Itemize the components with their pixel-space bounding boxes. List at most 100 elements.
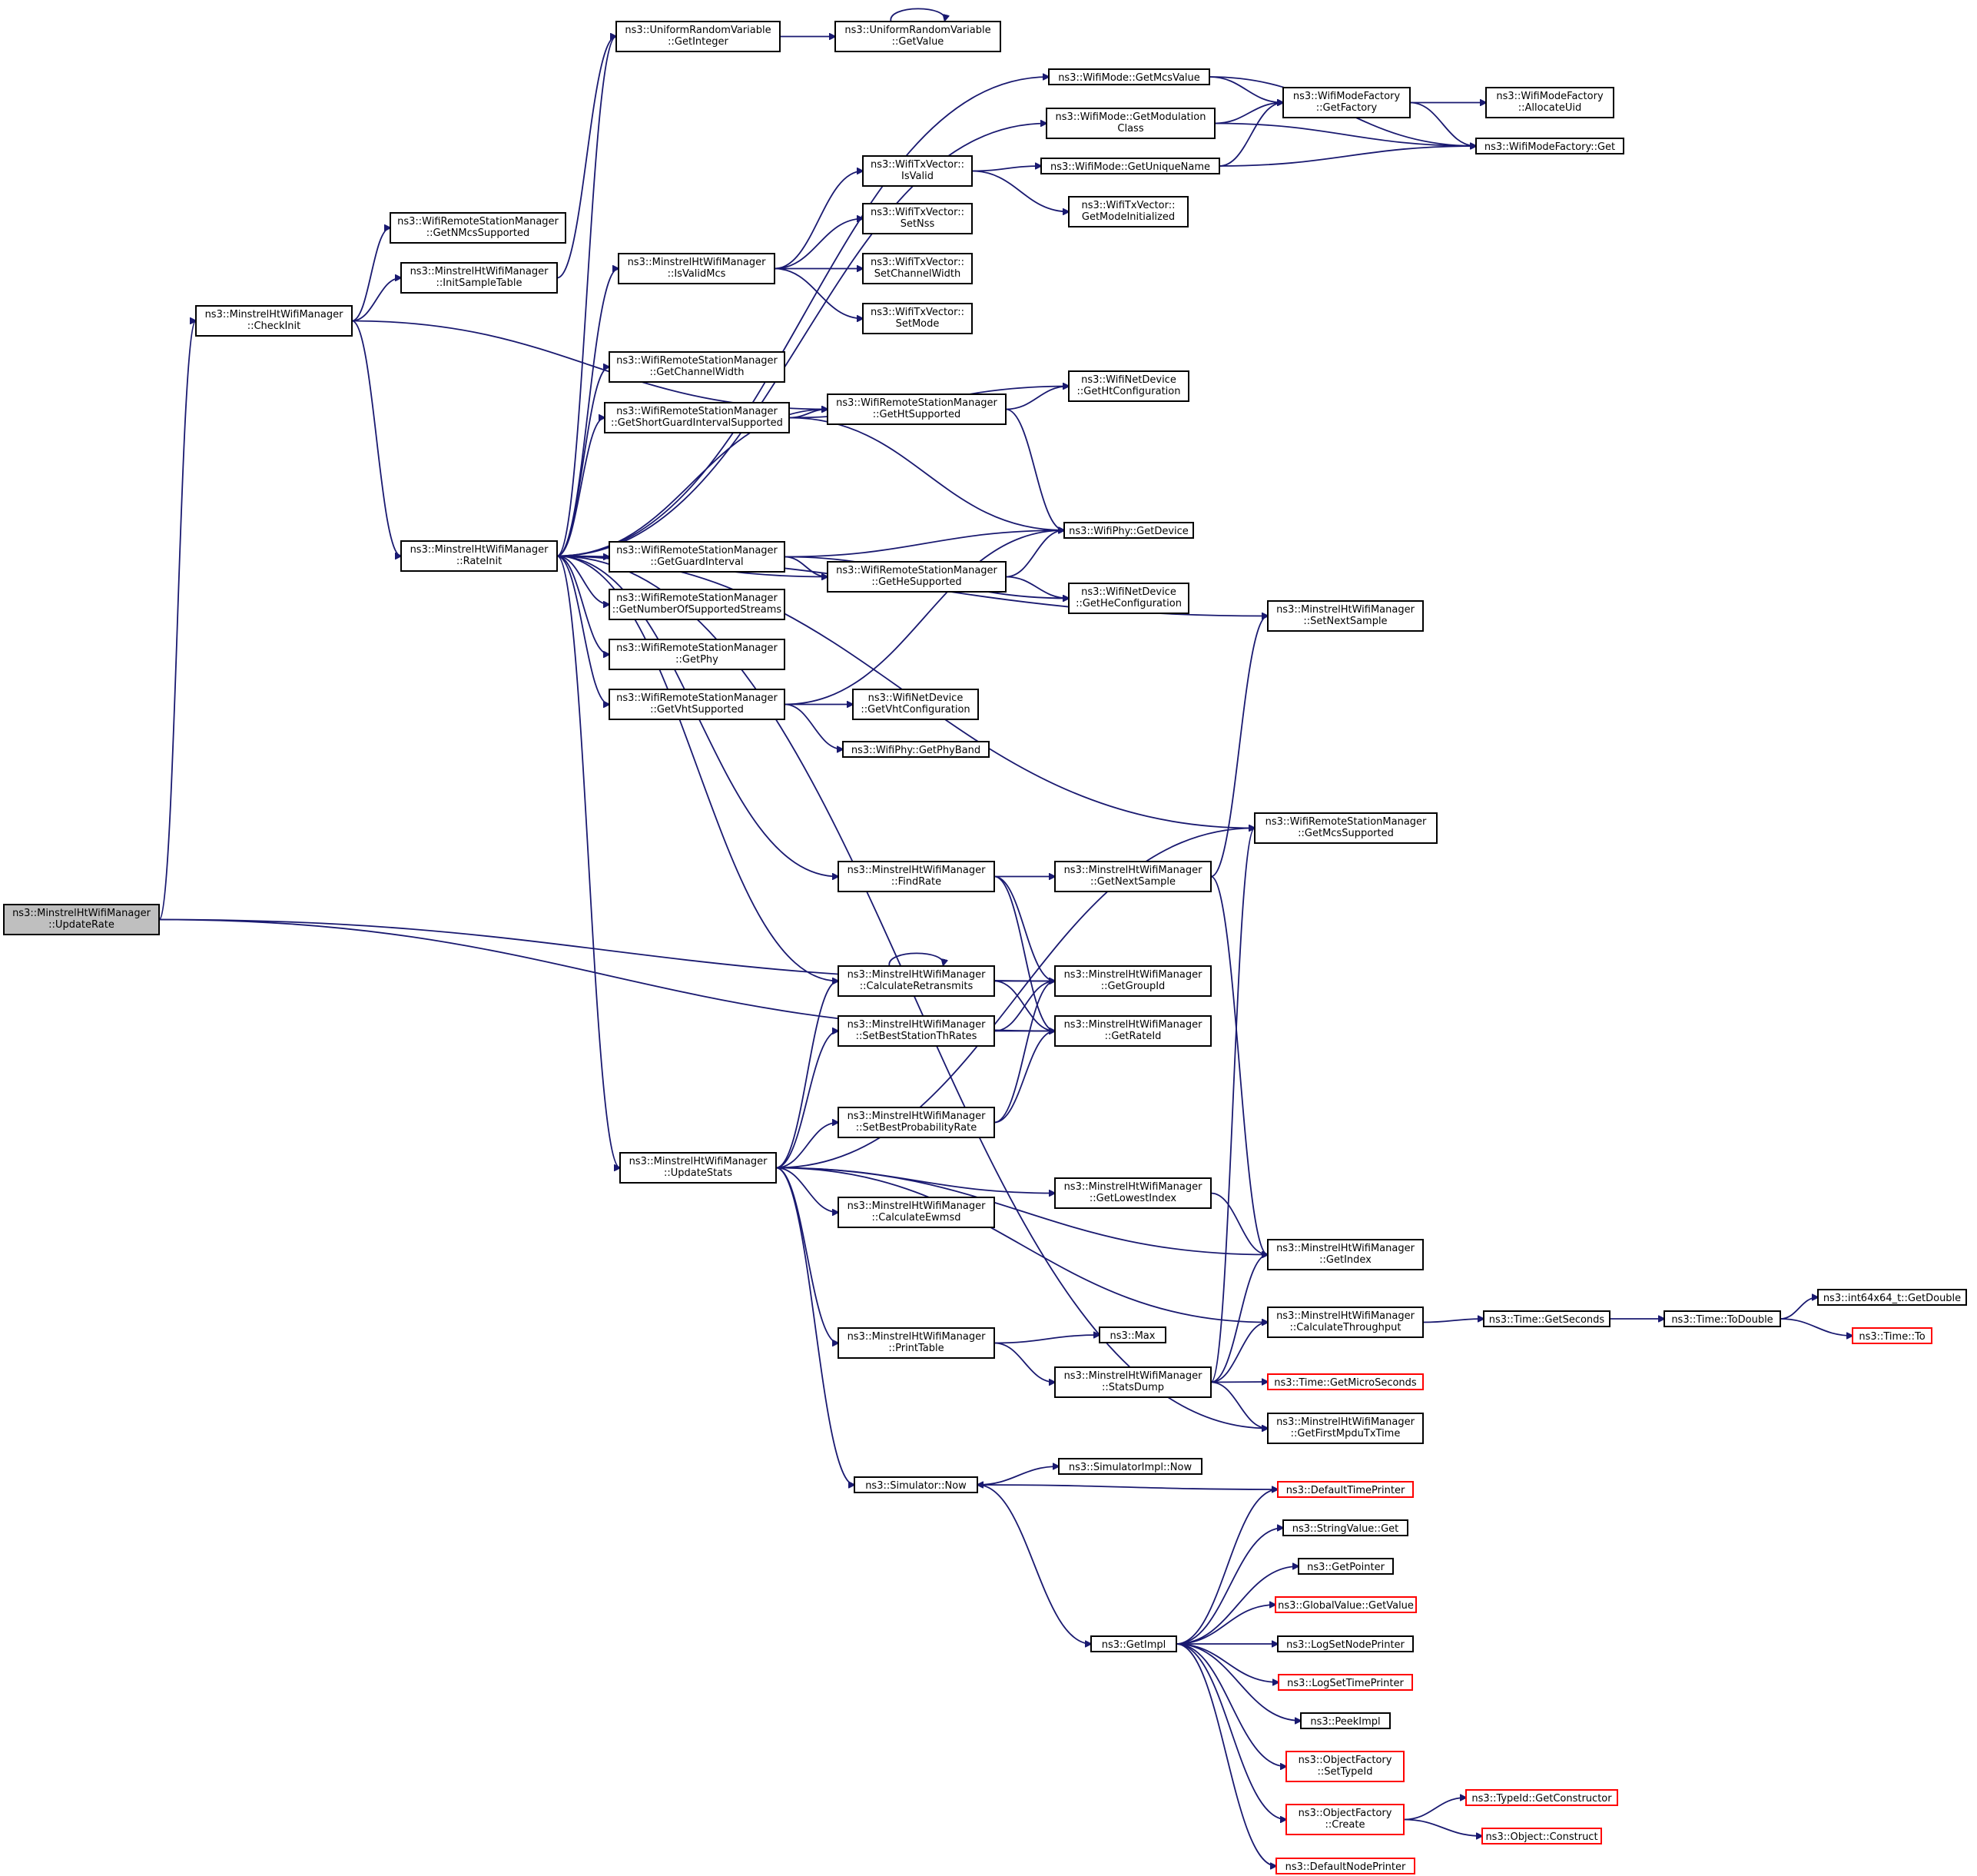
node-get-channel-width[interactable]: ns3::WifiRemoteStationManager::GetChanne…: [609, 351, 785, 383]
node-get-ht-supported[interactable]: ns3::WifiRemoteStationManager::GetHtSupp…: [827, 393, 1007, 425]
node-box: [1040, 158, 1220, 174]
node-get-rate-id[interactable]: ns3::MinstrelHtWifiManager::GetRateId: [1054, 1015, 1212, 1047]
node-peek-impl[interactable]: ns3::PeekImpl: [1300, 1712, 1391, 1729]
node-get-he-supported[interactable]: ns3::WifiRemoteStationManager::GetHeSupp…: [827, 561, 1007, 593]
node-set-mode[interactable]: ns3::WifiTxVector::SetMode: [862, 303, 973, 334]
node-get-num-streams[interactable]: ns3::WifiRemoteStationManager::GetNumber…: [609, 589, 785, 620]
node-create[interactable]: ns3::ObjectFactory::Create: [1285, 1804, 1405, 1835]
node-time-to[interactable]: ns3::Time::To: [1852, 1327, 1932, 1344]
node-int64-get-double[interactable]: ns3::int64x64_t::GetDouble: [1817, 1289, 1967, 1306]
edge-line: [351, 228, 390, 322]
node-get-he-configuration[interactable]: ns3::WifiNetDevice::GetHeConfiguration: [1068, 583, 1189, 614]
edge-line: [1210, 1382, 1268, 1383]
edge-line: [775, 1167, 838, 1343]
node-get-index[interactable]: ns3::MinstrelHtWifiManager::GetIndex: [1267, 1239, 1424, 1270]
node-calculate-throughput[interactable]: ns3::MinstrelHtWifiManager::CalculateThr…: [1267, 1307, 1424, 1338]
node-simulator-impl-now[interactable]: ns3::SimulatorImpl::Now: [1058, 1458, 1202, 1475]
node-init-sample-table[interactable]: ns3::MinstrelHtWifiManager::InitSampleTa…: [400, 262, 558, 294]
node-update-stats[interactable]: ns3::MinstrelHtWifiManager::UpdateStats: [619, 1152, 777, 1184]
edge-set-best-station-th-rates-to-get-group-id: [993, 981, 1055, 1032]
node-global-value-get-value[interactable]: ns3::GlobalValue::GetValue: [1275, 1596, 1417, 1613]
node-get-mode-initialized[interactable]: ns3::WifiTxVector::GetModeInitialized: [1068, 196, 1189, 227]
node-get-device[interactable]: ns3::WifiPhy::GetDevice: [1063, 522, 1194, 539]
node-get-factory[interactable]: ns3::WifiModeFactory::GetFactory: [1282, 87, 1411, 118]
node-box: [1054, 1177, 1212, 1209]
node-max[interactable]: ns3::Max: [1099, 1326, 1166, 1343]
node-calculate-retransmits[interactable]: ns3::MinstrelHtWifiManager::CalculateRet…: [838, 965, 995, 997]
node-box: [834, 21, 1001, 52]
edge-rate-init-to-get-mcs-value: [556, 77, 1049, 557]
node-stats-dump[interactable]: ns3::MinstrelHtWifiManager::StatsDump: [1054, 1366, 1212, 1398]
node-rate-init[interactable]: ns3::MinstrelHtWifiManager::RateInit: [400, 540, 558, 572]
node-is-valid-mcs[interactable]: ns3::MinstrelHtWifiManager::IsValidMcs: [618, 253, 775, 284]
node-print-table[interactable]: ns3::MinstrelHtWifiManager::PrintTable: [838, 1327, 995, 1359]
node-box: [3, 904, 160, 935]
node-get-mcs-value[interactable]: ns3::WifiMode::GetMcsValue: [1048, 68, 1210, 85]
node-log-set-time-printer[interactable]: ns3::LogSetTimePrinter: [1278, 1674, 1413, 1691]
node-find-rate[interactable]: ns3::MinstrelHtWifiManager::FindRate: [838, 861, 995, 892]
edge-init-sample-table-to-get-integer: [556, 37, 616, 279]
node-get-nmcs-supported[interactable]: ns3::WifiRemoteStationManager::GetNMcsSu…: [390, 212, 566, 244]
node-get-lowest-index[interactable]: ns3::MinstrelHtWifiManager::GetLowestInd…: [1054, 1177, 1212, 1209]
node-get-micro-seconds[interactable]: ns3::Time::GetMicroSeconds: [1267, 1373, 1424, 1390]
node-set-best-station-th-rates[interactable]: ns3::MinstrelHtWifiManager::SetBestStati…: [838, 1015, 995, 1047]
node-get-guard-interval[interactable]: ns3::WifiRemoteStationManager::GetGuardI…: [609, 541, 785, 573]
node-object-construct[interactable]: ns3::Object::Construct: [1481, 1828, 1602, 1844]
node-get-unique-name[interactable]: ns3::WifiMode::GetUniqueName: [1040, 158, 1220, 174]
node-is-valid[interactable]: ns3::WifiTxVector::IsValid: [862, 155, 973, 187]
node-get-ht-configuration[interactable]: ns3::WifiNetDevice::GetHtConfiguration: [1068, 370, 1189, 402]
edge-line: [1005, 387, 1069, 410]
node-to-double[interactable]: ns3::Time::ToDouble: [1664, 1310, 1781, 1327]
edge-get-impl-to-set-type-id: [1176, 1643, 1286, 1767]
node-set-nss[interactable]: ns3::WifiTxVector::SetNss: [862, 203, 973, 234]
node-label: ns3::WifiMode::GetUniqueName: [1050, 161, 1210, 173]
node-log-set-node-printer[interactable]: ns3::LogSetNodePrinter: [1277, 1635, 1414, 1652]
node-get-integer[interactable]: ns3::UniformRandomVariable::GetInteger: [615, 21, 781, 52]
edge-update-stats-to-calculate-throughput: [775, 1167, 1268, 1323]
node-set-next-sample[interactable]: ns3::MinstrelHtWifiManager::SetNextSampl…: [1267, 600, 1424, 632]
node-get-first-mpdu-tx-time[interactable]: ns3::MinstrelHtWifiManager::GetFirstMpdu…: [1267, 1413, 1424, 1444]
edge-line: [784, 703, 843, 750]
node-get-vht-supported[interactable]: ns3::WifiRemoteStationManager::GetVhtSup…: [609, 689, 785, 720]
node-wifi-mode-factory-get[interactable]: ns3::WifiModeFactory::Get: [1475, 138, 1624, 154]
node-set-type-id[interactable]: ns3::ObjectFactory::SetTypeId: [1285, 1751, 1405, 1782]
node-get-phy-band[interactable]: ns3::WifiPhy::GetPhyBand: [842, 741, 990, 758]
node-default-node-printer[interactable]: ns3::DefaultNodePrinter: [1275, 1858, 1415, 1874]
node-string-value-get[interactable]: ns3::StringValue::Get: [1282, 1519, 1408, 1536]
node-box: [1099, 1326, 1166, 1343]
node-set-best-probability-rate[interactable]: ns3::MinstrelHtWifiManager::SetBestProba…: [838, 1107, 995, 1138]
node-get-next-sample[interactable]: ns3::MinstrelHtWifiManager::GetNextSampl…: [1054, 861, 1212, 892]
node-box: [1285, 1751, 1405, 1782]
edge-line: [1176, 1605, 1275, 1645]
node-box: [609, 639, 785, 670]
node-get-short-gi[interactable]: ns3::WifiRemoteStationManager::GetShortG…: [604, 402, 790, 433]
node-check-init[interactable]: ns3::MinstrelHtWifiManager::CheckInit: [195, 305, 353, 337]
edge-is-valid-mcs-to-is-valid: [774, 171, 863, 270]
node-get-mcs-supported[interactable]: ns3::WifiRemoteStationManager::GetMcsSup…: [1254, 812, 1438, 844]
edge-update-stats-to-simulator-now: [775, 1167, 854, 1486]
node-get-value-urv[interactable]: ns3::UniformRandomVariable::GetValue: [834, 21, 1001, 52]
node-get-vht-configuration[interactable]: ns3::WifiNetDevice::GetVhtConfiguration: [852, 689, 979, 720]
node-calculate-ewmsd[interactable]: ns3::MinstrelHtWifiManager::CalculateEwm…: [838, 1197, 995, 1228]
node-get-phy[interactable]: ns3::WifiRemoteStationManager::GetPhy: [609, 639, 785, 670]
edge-line: [890, 8, 944, 22]
node-get-group-id[interactable]: ns3::MinstrelHtWifiManager::GetGroupId: [1054, 965, 1212, 997]
edge-rate-init-to-get-modulation-class: [556, 124, 1047, 557]
node-get-pointer[interactable]: ns3::GetPointer: [1298, 1558, 1394, 1575]
node-allocate-uid[interactable]: ns3::WifiModeFactory::AllocateUid: [1485, 87, 1614, 118]
node-simulator-now[interactable]: ns3::Simulator::Now: [854, 1476, 978, 1493]
edge-to-double-to-time-to: [1780, 1318, 1853, 1336]
edge-find-rate-to-get-rate-id: [993, 875, 1055, 1031]
node-default-time-printer[interactable]: ns3::DefaultTimePrinter: [1277, 1481, 1414, 1498]
node-get-constructor[interactable]: ns3::TypeId::GetConstructor: [1465, 1789, 1618, 1806]
node-label: ns3::WifiRemoteStationManager: [616, 593, 778, 604]
node-set-channel-width[interactable]: ns3::WifiTxVector::SetChannelWidth: [862, 253, 973, 284]
node-label: ns3::MinstrelHtWifiManager: [1276, 1310, 1415, 1322]
node-update-rate[interactable]: ns3::MinstrelHtWifiManager::UpdateRate: [3, 904, 160, 935]
node-label: ns3::WifiTxVector::: [1081, 200, 1175, 211]
node-label: ns3::GetImpl: [1102, 1639, 1166, 1651]
node-label: ns3::WifiRemoteStationManager: [616, 692, 778, 704]
node-get-impl[interactable]: ns3::GetImpl: [1090, 1635, 1177, 1652]
node-get-seconds[interactable]: ns3::Time::GetSeconds: [1483, 1310, 1610, 1327]
